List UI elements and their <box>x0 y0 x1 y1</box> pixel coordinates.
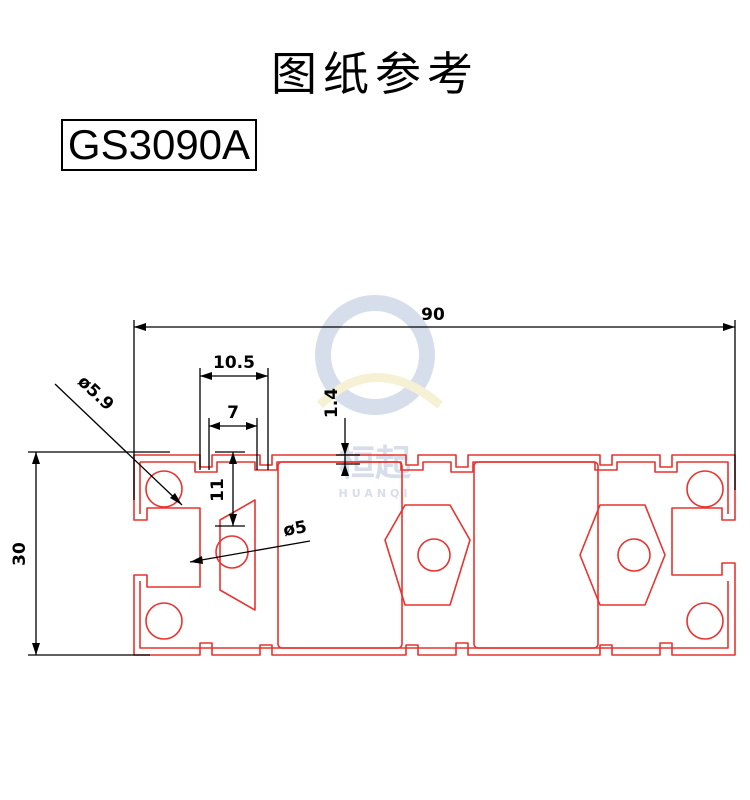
dim-slot-depth-label: 11 <box>208 478 228 502</box>
dimension-arrows <box>32 323 735 655</box>
hole-bottom-left <box>145 602 183 640</box>
hole-top-right <box>686 470 724 508</box>
cavity-left <box>277 461 403 649</box>
dimension-lines <box>28 320 736 656</box>
model-code: GS3090A <box>61 119 257 171</box>
watermark-brand-en: HUANQI <box>339 487 412 500</box>
dim-width-label: 90 <box>421 305 445 325</box>
page-title: 图纸参考 <box>271 47 479 101</box>
dim-center-hole-label: ø5 <box>282 517 309 541</box>
web-middle <box>384 504 471 606</box>
hole-center-middle <box>417 538 451 572</box>
hole-top-left <box>145 470 183 508</box>
dim-slot-pitch-label: 10.5 <box>213 353 255 373</box>
dim-slot-opening-label: 7 <box>227 403 239 423</box>
web-left <box>219 499 256 611</box>
dim-height-label: 30 <box>10 542 30 566</box>
web-right <box>579 504 666 606</box>
hole-center-right <box>617 538 651 572</box>
dim-wall-thickness-label: 1.4 <box>322 388 342 418</box>
dimension-labels: 90 30 10.5 7 11 1.4 ø5.9 ø5 <box>10 305 445 566</box>
aluminum-profile <box>133 454 736 656</box>
cavity-right <box>473 461 599 649</box>
hole-bottom-right <box>686 602 724 640</box>
profile-outer-outline <box>133 454 736 656</box>
